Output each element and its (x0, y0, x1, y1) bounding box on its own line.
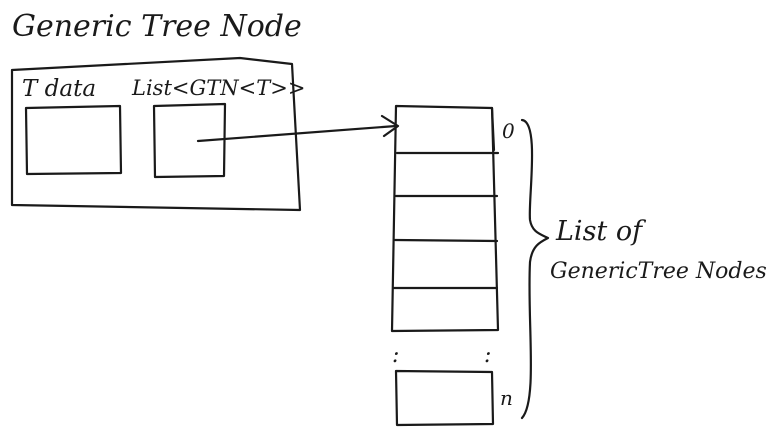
field-label-data: T data (22, 76, 96, 102)
ellipsis-right: : (484, 343, 491, 368)
list-index-start: 0 (502, 119, 515, 143)
list-container (390, 104, 500, 333)
children-field-box (152, 102, 227, 179)
data-field-box (24, 104, 123, 176)
diagram-title: Generic Tree Node (12, 9, 302, 44)
list-brace (520, 118, 550, 420)
list-label-line2: GenericTree Nodes (550, 259, 767, 284)
list-last-cell (394, 369, 495, 427)
tree-node-box (10, 56, 302, 212)
pointer-arrow-line (196, 124, 398, 143)
list-label-line1: List of (555, 216, 646, 247)
pointer-arrowhead (380, 114, 400, 138)
list-edge-tick (490, 106, 496, 152)
list-index-end: n (500, 386, 513, 410)
field-label-children: List<GTN<T>> (131, 76, 305, 100)
ellipsis-left: : (392, 343, 399, 368)
list-row-divider (393, 238, 499, 243)
